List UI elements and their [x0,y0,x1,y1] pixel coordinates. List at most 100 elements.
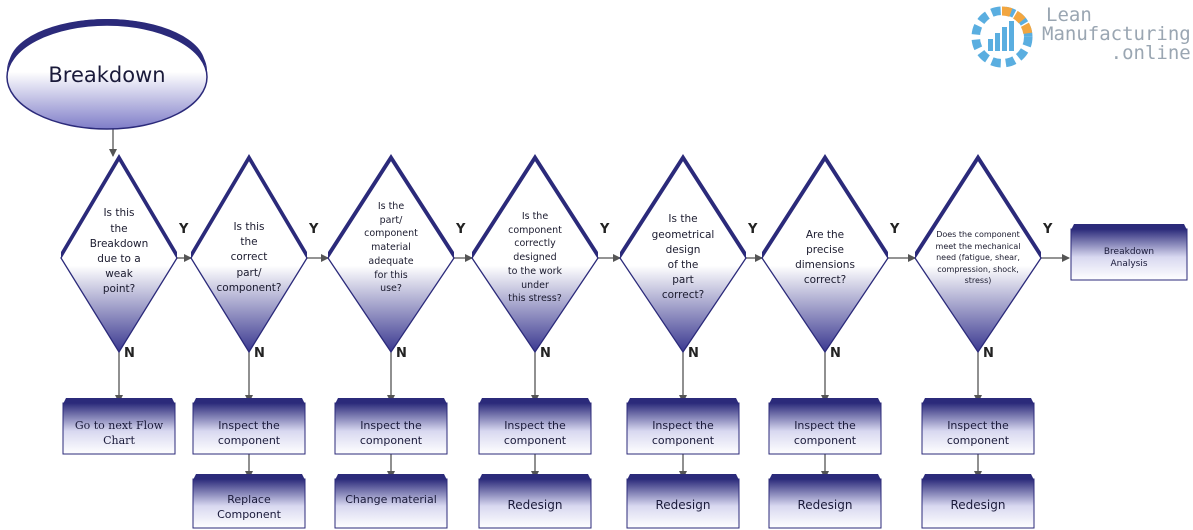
yes-label-2: Y [309,222,319,237]
decision-diamond-6 [761,158,889,354]
no-label-5: N [688,346,699,361]
yes-label-1: Y [179,222,189,237]
start-label: Breakdown [48,63,166,87]
logo-text: Lean Manufacturing .online [1042,6,1191,63]
decision-3-line-4: material [371,242,411,254]
second-box-7 [921,478,1035,529]
yes-label-3: Y [456,222,466,237]
decision-2-line-5: component? [216,281,282,294]
decision-2-line-2: the [240,236,258,249]
decision-4-line-6: under [521,279,549,291]
first-box-3 [334,402,448,455]
decision-7-line-4: compression, shock, [937,264,1019,274]
decision-5-line-3: design [665,243,701,256]
first-box-label-4: Inspect the component [503,419,567,447]
decision-5-line-6: correct? [661,289,705,302]
first-box-label-2: Inspect the component [217,419,281,447]
second-box-6 [768,478,882,529]
decision-1-line-2: the [110,222,128,235]
decision-2-line-1: Is this [233,220,265,233]
decision-6-line-2: precise [806,243,844,256]
no-label-1: N [124,346,135,361]
decision-4-line-4: designed [513,252,557,264]
second-box-label-4: Redesign [507,498,563,512]
decision-5-line-2: geometrical [651,228,715,241]
end-box-label: Breakdown Analysis [1103,247,1155,269]
decision-7-line-3: need (fatigue, shear, [936,253,1020,263]
second-box-label-5: Redesign [655,498,711,512]
second-box-label-2: Replace Component [217,493,281,521]
first-box-label-1: Go to next Flow Chart [74,419,164,447]
decision-3-line-6: for this [374,269,408,281]
yes-label-7: Y [1043,222,1053,237]
yes-label-6: Y [890,222,900,237]
decision-diamond-4 [471,158,599,354]
decision-1-line-5: weak [105,268,133,281]
decision-1-line-4: due to a [97,253,141,265]
logo-line-online: .online [1110,42,1191,64]
no-label-6: N [830,346,841,361]
yes-label-5: Y [748,222,758,237]
connectors [109,127,1070,479]
no-label-4: N [540,346,551,361]
decision-5-line-1: Is the [668,213,698,226]
no-label-2: N [254,346,265,361]
decision-4-line-7: this stress? [508,293,562,305]
second-box-label-3: Change material [345,493,437,506]
decision-3-line-2: part/ [379,214,403,226]
decision-6-line-3: dimensions [795,259,855,271]
decision-4-line-3: correctly [514,238,556,250]
decision-4-line-5: to the work [507,265,563,277]
decision-1-line-6: point? [102,283,136,296]
decision-6-line-4: correct? [803,274,847,287]
yes-label-4: Y [600,222,610,237]
first-box-4 [478,402,592,455]
logo: Lean Manufacturing .online [960,2,1192,72]
first-box-6 [768,402,882,455]
decision-3-line-3: component [364,228,418,240]
decision-1-line-3: Breakdown [89,237,149,250]
decision-3-line-1: Is the [377,200,405,212]
first-box-label-7: Inspect the component [946,419,1010,447]
decision-7-line-2: meet the mechanical [935,241,1021,251]
end-box [1070,228,1188,281]
first-box-label-3: Inspect the component [359,419,423,447]
decision-5-line-5: part [672,274,694,287]
first-box-1 [62,402,176,455]
first-box-label-6: Inspect the component [793,419,857,447]
no-label-7: N [983,346,994,361]
decision-7-line-1: Does the component [936,230,1020,239]
decision-5-line-4: of the [667,259,699,271]
second-box-5 [626,478,740,529]
start-ellipse [6,24,208,130]
decision-2-line-3: correct [230,251,268,264]
gear-chart-icon [971,6,1033,68]
decision-diamond-2 [190,158,308,354]
decision-1-line-1: Is this [103,207,135,220]
first-box-label-5: Inspect the component [651,419,715,447]
decision-diamond-7 [914,158,1042,354]
decision-2-line-4: part/ [236,266,262,279]
decision-diamond-3 [327,158,455,354]
logo-line-manufacturing: Manufacturing [1042,23,1191,45]
shapes [6,19,1188,529]
decision-diamond-5 [619,158,747,354]
second-box-2 [192,478,306,529]
decision-3-line-5: adequate [368,255,414,267]
decision-4-line-2: component [508,224,562,236]
logo-line-lean: Lean [1046,4,1092,26]
second-box-3 [334,478,448,529]
first-box-7 [921,402,1035,455]
second-box-label-7: Redesign [950,498,1006,512]
decision-6-line-1: Are the [805,228,845,241]
second-box-label-6: Redesign [797,498,853,512]
decision-7-line-5: stress) [964,276,992,286]
first-box-5 [626,402,740,455]
decision-4-line-1: Is the [521,210,549,222]
no-label-3: N [396,346,407,361]
first-box-2 [192,402,306,455]
decision-diamond-1 [60,158,178,354]
decision-3-line-7: use? [380,283,402,295]
second-box-4 [478,478,592,529]
